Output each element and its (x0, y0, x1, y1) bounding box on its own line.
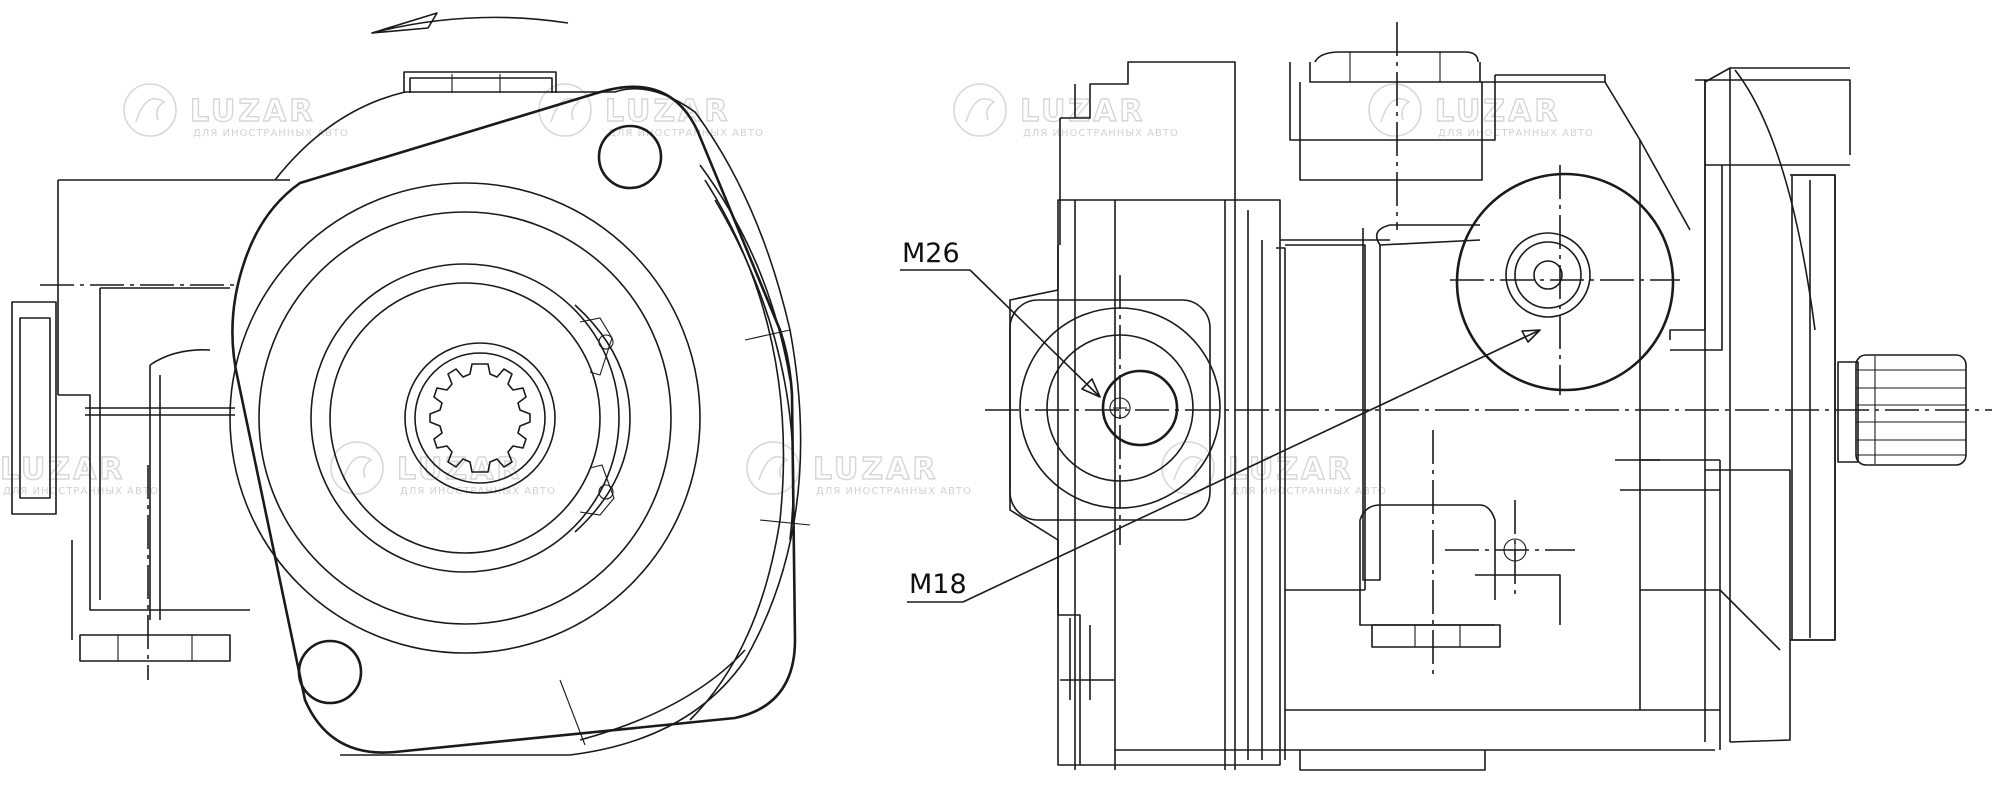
shaft-inner-circle (414, 352, 546, 484)
watermark-logo-icon (1368, 83, 1422, 137)
housing-outline (274, 87, 811, 756)
ring-notch-hole-top (598, 334, 614, 350)
ring-notch-hole-bottom (598, 484, 614, 500)
watermark-logo-icon (746, 441, 800, 495)
housing-outer-circle (229, 182, 701, 654)
m18-thread-label: M18 (909, 569, 967, 600)
shaft-outer-circle (404, 342, 556, 494)
front-view (11, 12, 811, 756)
watermark-brand-text: LUZAR (1435, 94, 1560, 129)
spline-shaft (429, 363, 531, 473)
watermark-7: LUZAR ДЛЯ ИНОСТРАННЫХ АВТО (746, 441, 972, 497)
flange-bolt-hole-bottom (297, 639, 363, 705)
flange-bolt-hole-top (597, 124, 663, 190)
watermark-brand-text: LUZAR (397, 452, 522, 487)
m26-leader (900, 269, 1101, 398)
m26-port-bore (1101, 369, 1179, 447)
m18-leader (907, 329, 1541, 603)
watermark-brand-text: LUZAR (605, 94, 730, 129)
watermark-brand-text: LUZAR (1228, 452, 1353, 487)
watermark-brand-text: LUZAR (1020, 94, 1145, 129)
m18-port-inner-circle (1514, 241, 1582, 309)
watermark-tagline-text: ДЛЯ ИНОСТРАННЫХ АВТО (1231, 486, 1387, 497)
pump-body (1057, 61, 1851, 771)
side-view: M26 M18 (900, 22, 1992, 771)
watermark-1: LUZAR ДЛЯ ИНОСТРАННЫХ АВТО (123, 83, 349, 139)
watermark-5: LUZAR ДЛЯ ИНОСТРАННЫХ АВТО (0, 451, 159, 497)
m18-port-outer-circle (1455, 172, 1675, 392)
watermark-logo-icon (330, 441, 384, 495)
watermark-brand-text: LUZAR (0, 452, 125, 487)
watermark-3: LUZAR ДЛЯ ИНОСТРАННЫХ АВТО (953, 83, 1179, 139)
watermark-4: LUZAR ДЛЯ ИНОСТРАННЫХ АВТО (1368, 83, 1594, 139)
watermark-tagline-text: ДЛЯ ИНОСТРАННЫХ АВТО (3, 486, 159, 497)
watermark-group: LUZAR ДЛЯ ИНОСТРАННЫХ АВТО LUZAR ДЛЯ ИНО… (0, 83, 1594, 497)
watermark-8: LUZAR ДЛЯ ИНОСТРАННЫХ АВТО (1161, 441, 1387, 497)
rotation-arrow-icon (371, 12, 569, 34)
watermark-tagline-text: ДЛЯ ИНОСТРАННЫХ АВТО (1023, 128, 1179, 139)
m18-port (1362, 165, 1680, 581)
watermark-tagline-text: ДЛЯ ИНОСТРАННЫХ АВТО (193, 128, 349, 139)
watermark-tagline-text: ДЛЯ ИНОСТРАННЫХ АВТО (816, 486, 972, 497)
top-hex-nut (403, 71, 557, 93)
watermark-tagline-text: ДЛЯ ИНОСТРАННЫХ АВТО (1438, 128, 1594, 139)
m18-port-mid-circle (1505, 232, 1591, 318)
housing-circle-2 (258, 211, 672, 625)
m26-thread-label: M26 (902, 238, 960, 269)
rear-cover (1704, 68, 1836, 743)
watermark-logo-icon (1161, 441, 1215, 495)
lower-block (1359, 430, 1575, 680)
mounting-flange (231, 85, 797, 754)
watermark-tagline-text: ДЛЯ ИНОСТРАННЫХ АВТО (400, 486, 556, 497)
watermark-2: LUZAR ДЛЯ ИНОСТРАННЫХ АВТО (538, 83, 764, 139)
watermark-brand-text: LUZAR (813, 452, 938, 487)
watermark-6: LUZAR ДЛЯ ИНОСТРАННЫХ АВТО (330, 441, 556, 497)
housing-circle-3 (310, 263, 620, 573)
shaft-flange (1791, 174, 1836, 641)
watermark-logo-icon (123, 83, 177, 137)
housing-circle-4 (329, 282, 601, 554)
left-side-body (11, 179, 290, 680)
m18-port-bore (1533, 260, 1563, 290)
watermark-brand-text: LUZAR (190, 94, 315, 129)
watermark-logo-icon (953, 83, 1007, 137)
watermark-tagline-text: ДЛЯ ИНОСТРАННЫХ АВТО (608, 128, 764, 139)
top-outlet-fitting (1289, 22, 1496, 230)
retaining-ring (574, 304, 631, 533)
